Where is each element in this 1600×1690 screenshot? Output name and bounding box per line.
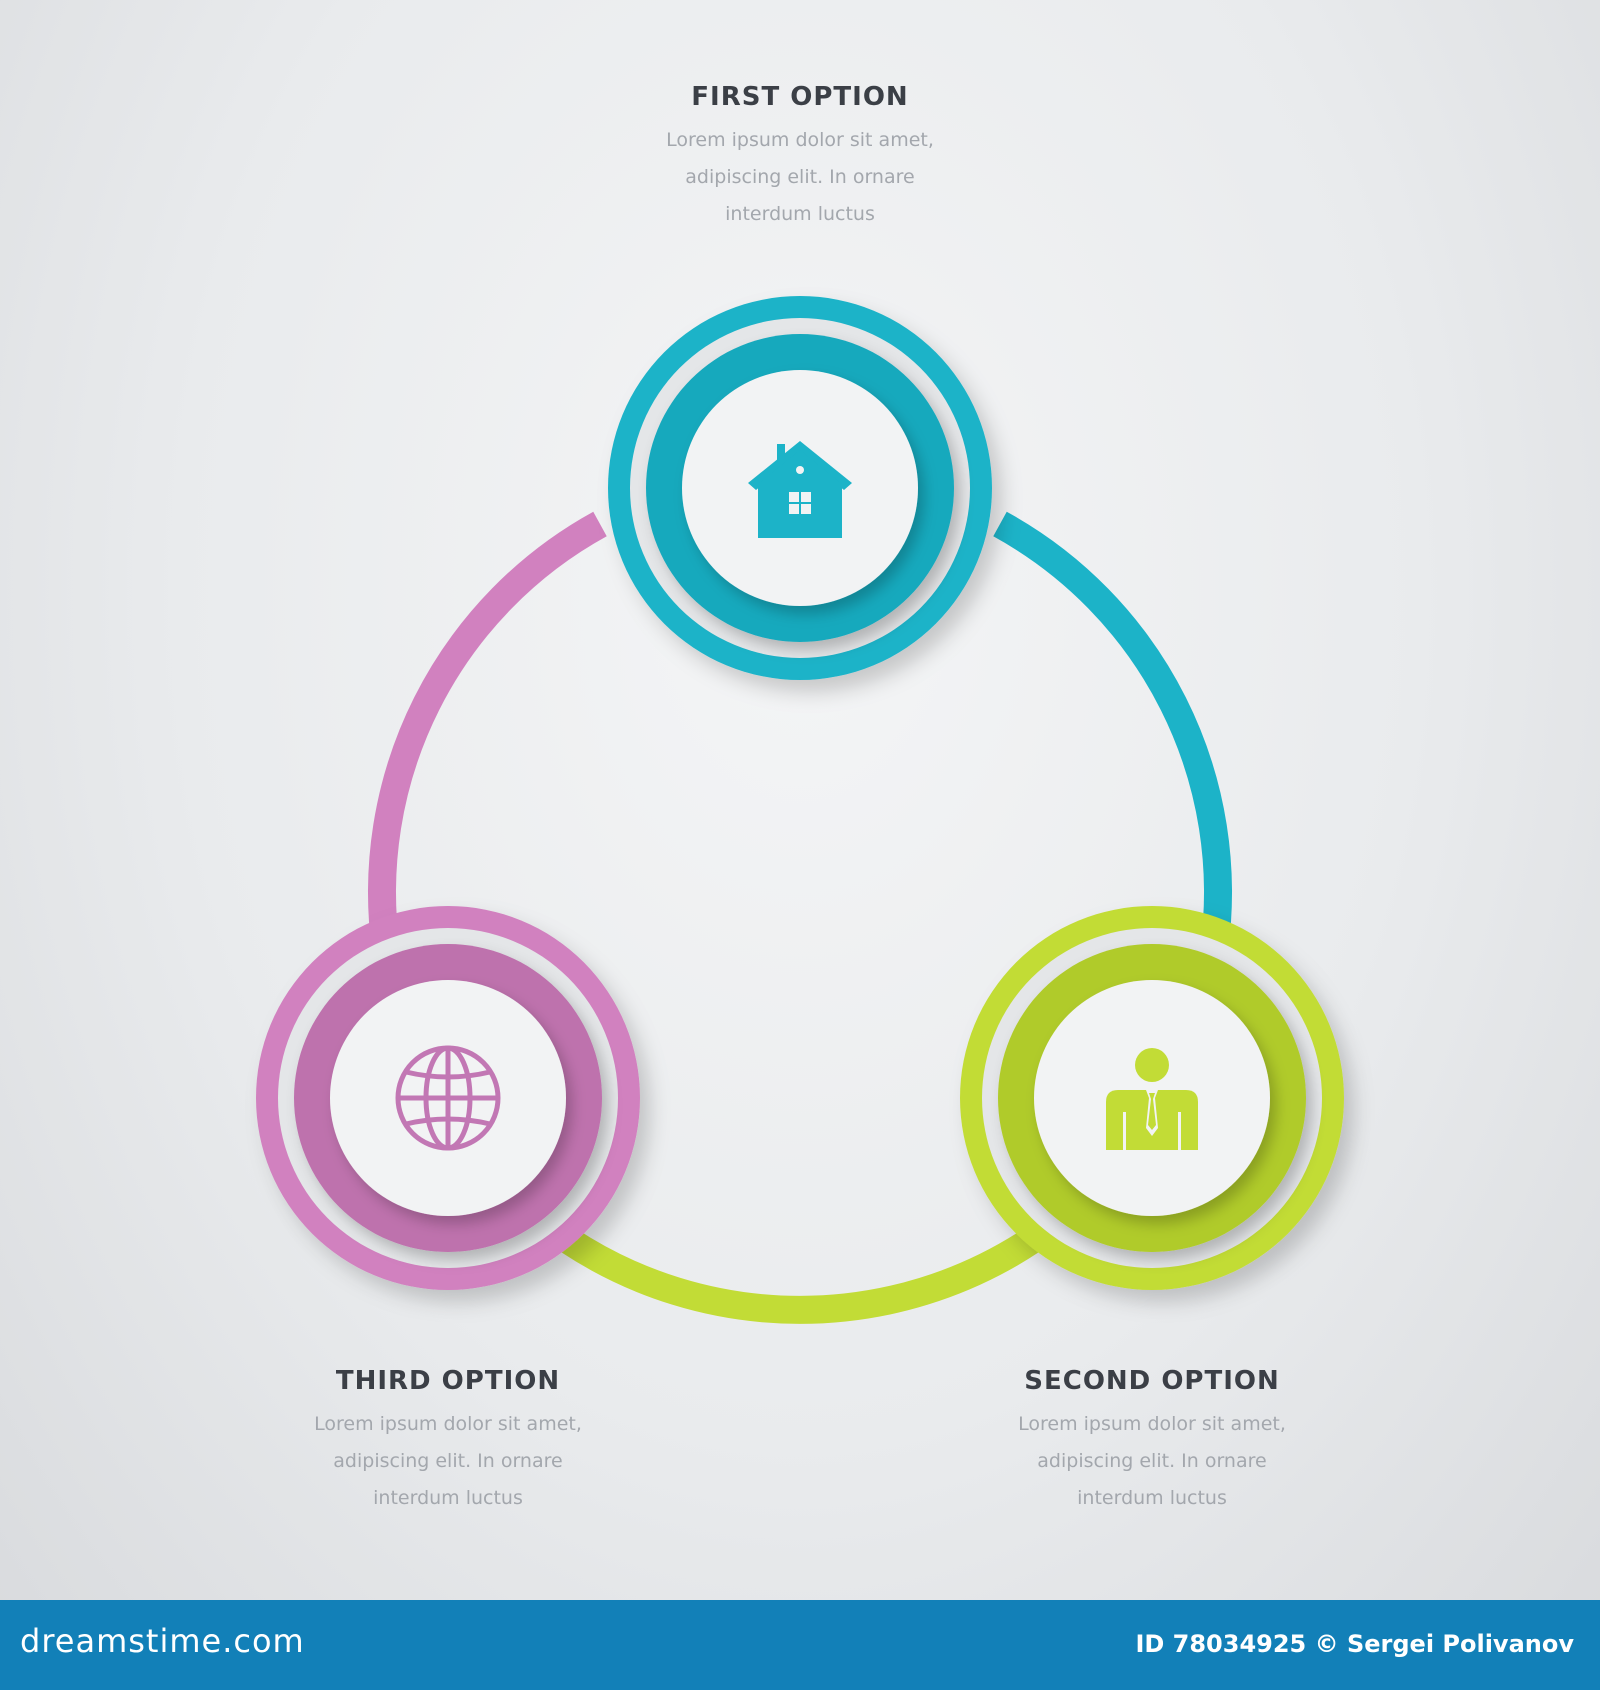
third-option-desc-line2: adipiscing elit. In ornare — [333, 1450, 563, 1472]
connector-arc-third — [368, 511, 607, 952]
footer-credit: ID 78034925 © Sergei Polivanov — [1135, 1630, 1574, 1658]
globe-icon — [395, 1045, 501, 1151]
third-option-desc-line1: Lorem ipsum dolor sit amet, — [314, 1413, 582, 1435]
connector-arc-second — [560, 1228, 1040, 1324]
footer-brand[interactable]: dreamstime.com — [20, 1622, 305, 1660]
third-option-title: THIRD OPTION — [335, 1366, 561, 1396]
second-option-title: SECOND OPTION — [1024, 1366, 1280, 1396]
connector-arc-first — [993, 511, 1232, 952]
first-option-desc-line2: adipiscing elit. In ornare — [685, 166, 915, 188]
second-option-desc-line1: Lorem ipsum dolor sit amet, — [1018, 1413, 1286, 1435]
first-option-desc-line3: interdum luctus — [725, 203, 875, 225]
house-icon — [748, 441, 852, 538]
first-option-desc-line1: Lorem ipsum dolor sit amet, — [666, 129, 934, 151]
node-second-option — [960, 906, 1344, 1290]
second-option-desc-line2: adipiscing elit. In ornare — [1037, 1450, 1267, 1472]
second-option-label: SECOND OPTION Lorem ipsum dolor sit amet… — [942, 1366, 1362, 1517]
third-option-desc-line3: interdum luctus — [373, 1487, 523, 1509]
second-option-desc-line3: interdum luctus — [1077, 1487, 1227, 1509]
first-option-title: FIRST OPTION — [691, 82, 909, 112]
node-first-option — [608, 296, 992, 680]
first-option-label: FIRST OPTION Lorem ipsum dolor sit amet,… — [590, 82, 1010, 233]
third-option-label: THIRD OPTION Lorem ipsum dolor sit amet,… — [238, 1366, 658, 1517]
businessman-icon — [1106, 1048, 1198, 1150]
node-third-option — [256, 906, 640, 1290]
cycle-diagram — [256, 296, 1344, 1324]
footer-bar: dreamstime.com ID 78034925 © Sergei Poli… — [0, 1600, 1600, 1690]
